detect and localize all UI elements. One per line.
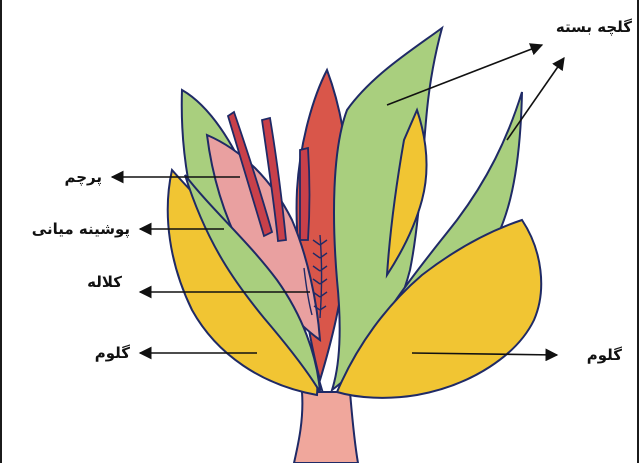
label-bract: گلچه بسته	[556, 18, 632, 37]
stamen-3	[300, 148, 310, 240]
arrow-bract-2	[507, 58, 564, 140]
label-stamen: پرچم	[64, 168, 102, 187]
label-glume-right: گلوم	[587, 346, 623, 364]
label-middle-cover: پوشینه میانی	[32, 220, 130, 239]
stem	[294, 392, 358, 463]
label-stigma: کلاله	[87, 273, 122, 291]
label-glume-left: گلوم	[95, 344, 131, 362]
